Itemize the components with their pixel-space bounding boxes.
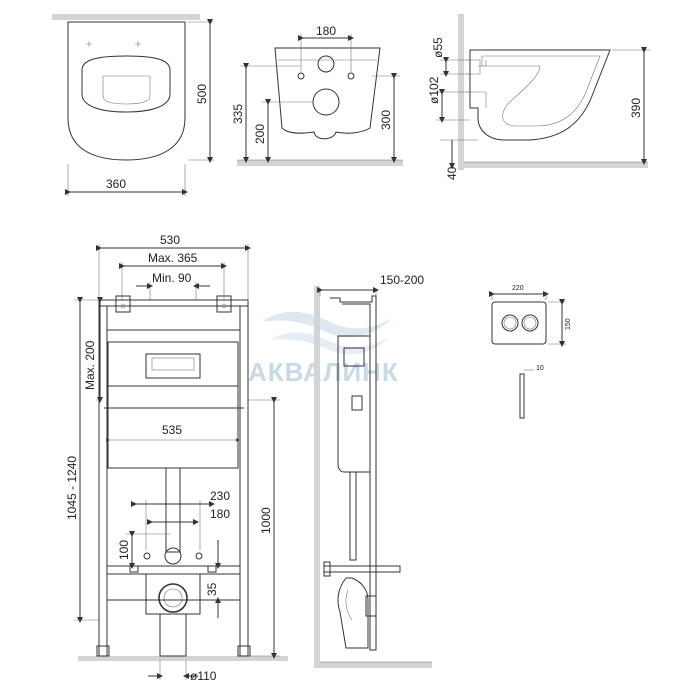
side-floor-gap-label: 40 (445, 166, 459, 180)
watermark-text: АКВАЛИНК (248, 357, 399, 387)
flush-button-large-icon (521, 314, 539, 332)
front-height-total-label: 335 (231, 104, 245, 124)
drain-diameter-label: ø110 (190, 669, 217, 683)
max-height-adj-label: Max. 200 (83, 340, 97, 390)
tank-width-label: 535 (162, 423, 182, 437)
plate-height-label: 150 (565, 318, 572, 330)
side-pipe-large-label: ø102 (427, 76, 441, 104)
top-width-label: 360 (106, 177, 126, 191)
wave-icon (262, 311, 392, 338)
front-height-right-label: 300 (379, 110, 393, 130)
front-bowl-view: 180 335 200 300 (231, 24, 403, 166)
side-pipe-small-label: ø55 (431, 37, 445, 58)
frame-height-label: 1000 (259, 507, 273, 534)
min-width-label: Min. 90 (152, 271, 192, 285)
watermark-logo: АКВАЛИНК (248, 311, 399, 387)
side-height-label: 390 (629, 98, 643, 118)
outlet-offset-label: 35 (205, 582, 219, 596)
flush-rod (519, 373, 525, 419)
frame-front-view: 530 Max. 365 Min. 90 535 230 (65, 233, 288, 683)
outlet-height-label: 100 (117, 540, 131, 560)
overall-width-label: 530 (160, 233, 180, 247)
frame-side-view: 150-200 (314, 273, 432, 668)
flush-button-small-icon (501, 314, 519, 332)
outlet-spacing-label: 180 (210, 507, 230, 521)
flush-plate-view: 220 150 10 (489, 285, 572, 419)
front-drain-height-label: 200 (253, 124, 267, 144)
top-depth-label: 500 (195, 84, 209, 104)
stud-spacing-label: 230 (210, 489, 230, 503)
top-view: 360 500 (52, 14, 214, 196)
side-bowl-view: ø55 ø102 390 40 (427, 14, 650, 180)
flush-plate (491, 301, 547, 345)
depth-range-label: 150-200 (380, 273, 424, 287)
plate-width-label: 220 (512, 285, 524, 292)
wave-icon-2 (270, 332, 388, 355)
front-holes-label: 180 (316, 24, 336, 38)
height-range-label: 1045 - 1240 (65, 456, 79, 520)
max-width-label: Max. 365 (148, 251, 198, 265)
rod-diameter-label: 10 (536, 365, 544, 372)
